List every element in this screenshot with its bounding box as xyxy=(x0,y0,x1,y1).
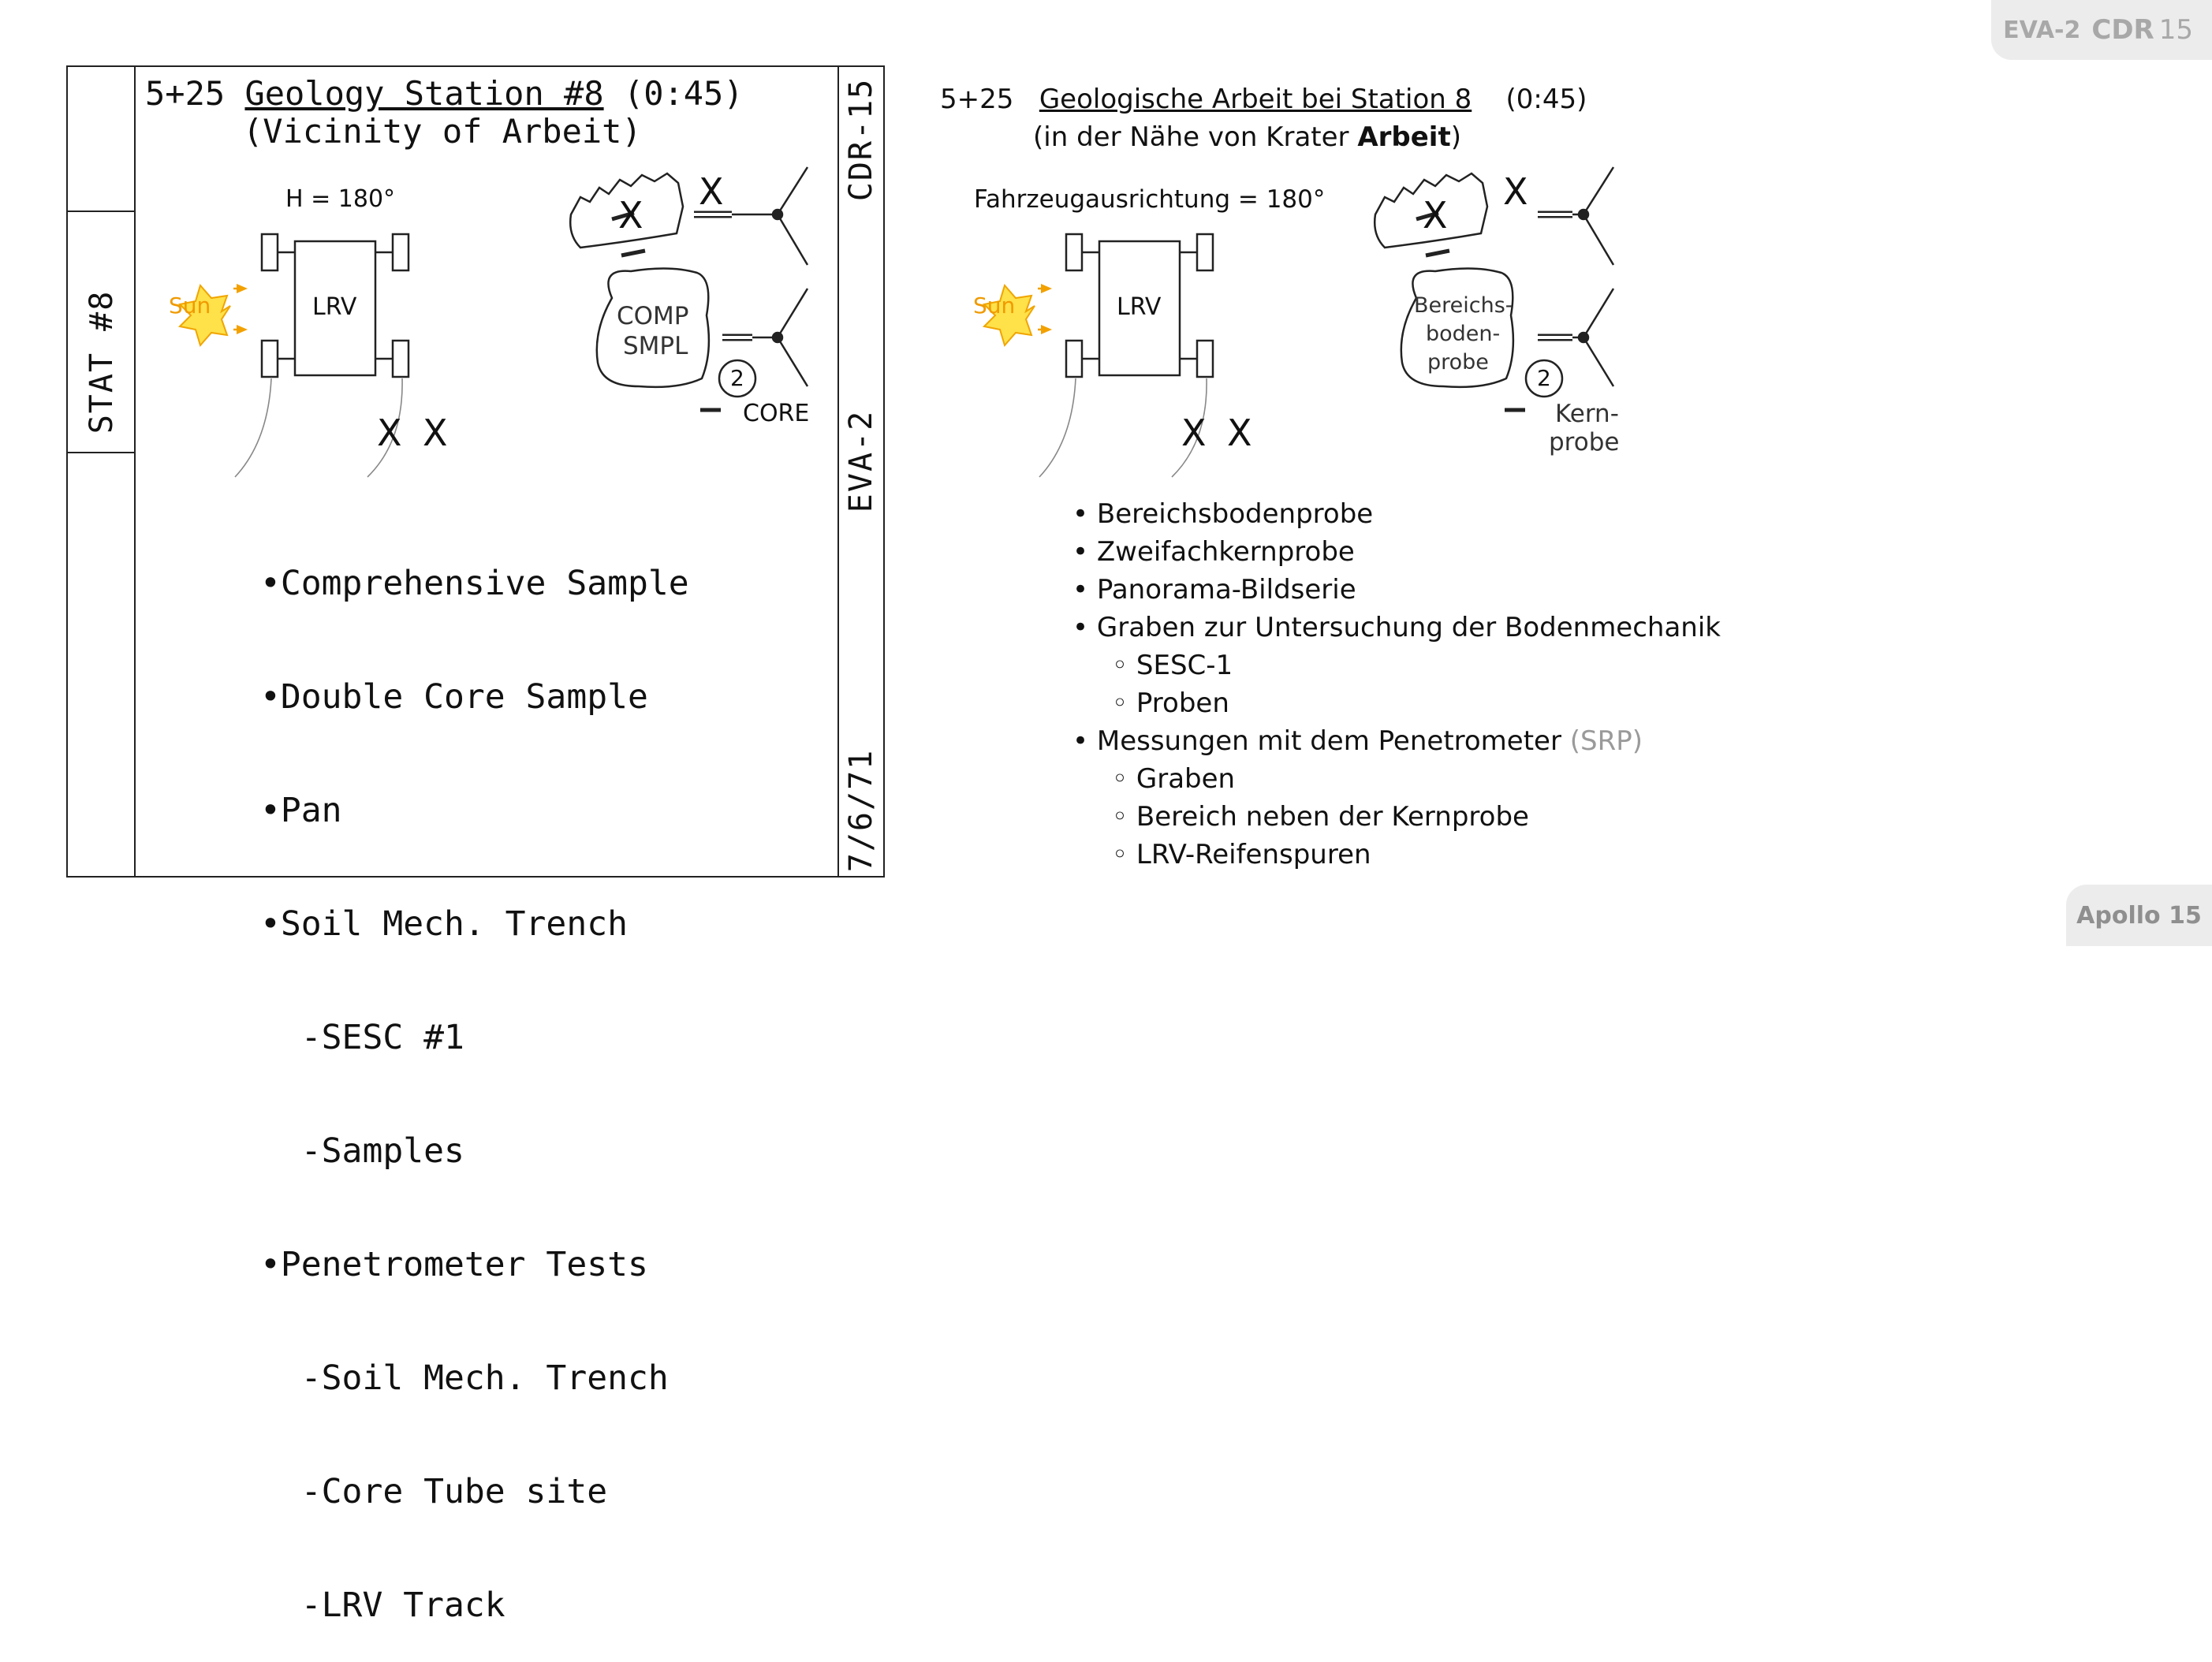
x-mark: X xyxy=(1181,412,1207,454)
sun-label: Sun xyxy=(973,293,1016,319)
footer-tab: Apollo 15 xyxy=(2066,885,2212,946)
lrv-wheel xyxy=(1065,339,1084,378)
original-duration: (0:45) xyxy=(623,74,744,113)
comp-label: boden- xyxy=(1426,322,1501,346)
translated-duration: (0:45) xyxy=(1505,84,1587,115)
x-mark: X xyxy=(618,194,643,237)
x-mark: X xyxy=(699,170,724,213)
eva-side-label: EVA-2 xyxy=(843,409,879,513)
penetrometer-icon xyxy=(1538,166,1615,266)
sub-list-item: ◦ SESC-1 xyxy=(1112,650,1233,681)
eva-label: EVA-2 xyxy=(2003,16,2081,44)
x-mark: X xyxy=(423,412,448,454)
list-item: -LRV Track xyxy=(260,1586,505,1625)
core-label: probe xyxy=(1549,428,1620,456)
smpl-label: SMPL xyxy=(623,332,688,360)
list-item: •Penetrometer Tests xyxy=(260,1245,648,1284)
core-label: Kern- xyxy=(1555,400,1619,428)
right-column-divider xyxy=(837,67,839,876)
lrv-label: LRV xyxy=(312,293,357,321)
list-item: • Bereichsbodenprobe xyxy=(1072,498,1374,530)
subtitle-text: (in der Nähe von Krater xyxy=(1033,121,1358,153)
translated-title: 5+25 Geologische Arbeit bei Station 8 (0… xyxy=(940,80,1587,156)
x-mark: X xyxy=(1503,170,1528,213)
original-title: Geology Station #8 xyxy=(244,74,604,113)
lrv-wheel xyxy=(1196,233,1214,272)
crater-name: Arbeit xyxy=(1357,121,1451,153)
sub-list-item: ◦ Bereich neben der Kernprobe xyxy=(1112,801,1529,833)
translated-task-list: • Bereichsbodenprobe • Zweifachkernprobe… xyxy=(1072,495,1721,874)
list-item: •Soil Mech. Trench xyxy=(260,904,628,944)
side-divider-bottom xyxy=(68,452,136,453)
list-item: •Pan xyxy=(260,791,342,830)
cdr-page-label: CDR-15 xyxy=(843,77,879,202)
translated-heading-label: Fahrzeugausrichtung = 180° xyxy=(974,185,1326,214)
station-side-label: STAT #8 xyxy=(84,289,120,434)
translated-title-line: 5+25 Geologische Arbeit bei Station 8 (0… xyxy=(940,80,1587,118)
mission-label: Apollo 15 xyxy=(2076,901,2202,930)
x-mark: X xyxy=(377,412,402,454)
date-label: 7/6/71 xyxy=(843,748,879,873)
translated-subtitle: (in der Nähe von Krater Arbeit) xyxy=(940,118,1587,156)
list-item: -Samples xyxy=(260,1131,464,1171)
lrv-label: LRV xyxy=(1117,293,1162,321)
left-column-divider xyxy=(134,67,136,876)
sun-label: Sun xyxy=(169,293,211,319)
sun-ray-arrow xyxy=(1041,284,1052,293)
comp-label: probe xyxy=(1427,350,1489,375)
sub-list-item: ◦ Graben xyxy=(1112,763,1236,795)
list-item: -Soil Mech. Trench xyxy=(260,1358,669,1398)
subtitle-text: ) xyxy=(1450,121,1461,153)
list-item: -SESC #1 xyxy=(260,1018,464,1057)
lrv-wheel xyxy=(1065,233,1084,272)
heading-label: H = 180° xyxy=(285,185,396,213)
original-subtitle: (Vicinity of Arbeit) xyxy=(243,112,642,151)
cdr-label: CDR xyxy=(2091,14,2154,46)
header-tab: EVA-2 CDR 15 xyxy=(1991,0,2212,60)
lrv-track xyxy=(1039,378,1076,478)
side-divider-top xyxy=(68,211,136,212)
srp-note: (SRP) xyxy=(1569,725,1643,757)
sub-list-item: ◦ LRV-Reifenspuren xyxy=(1112,839,1371,870)
x-mark: X xyxy=(1227,412,1252,454)
comp-label: Bereichs- xyxy=(1414,293,1513,318)
sun-ray-arrow xyxy=(1041,325,1052,334)
original-title-line: 5+25 Geology Station #8 (0:45) xyxy=(145,77,744,110)
sub-list-item: ◦ Proben xyxy=(1112,688,1229,719)
page-number: 15 xyxy=(2158,14,2193,46)
original-time: 5+25 xyxy=(145,74,226,113)
original-task-list: •Comprehensive Sample •Double Core Sampl… xyxy=(260,489,689,1662)
core-label: CORE xyxy=(743,400,810,427)
list-item: • Graben zur Untersuchung der Bodenmecha… xyxy=(1072,612,1721,643)
list-item: •Comprehensive Sample xyxy=(260,564,689,603)
translated-time: 5+25 xyxy=(940,84,1014,115)
list-item: • Panorama-Bildserie xyxy=(1072,574,1356,606)
core-number: 2 xyxy=(730,365,744,391)
x-mark: X xyxy=(1423,194,1448,237)
list-item: • Messungen mit dem Penetrometer (SRP) xyxy=(1072,725,1643,757)
lrv-wheel xyxy=(1196,339,1214,378)
list-item: •Double Core Sample xyxy=(260,677,648,717)
list-item: -Core Tube site xyxy=(260,1472,608,1511)
list-item: • Zweifachkernprobe xyxy=(1072,536,1355,568)
original-checklist-card: STAT #8 CDR-15 EVA-2 7/6/71 xyxy=(66,65,885,878)
translated-title-text: Geologische Arbeit bei Station 8 xyxy=(1039,84,1472,115)
core-number: 2 xyxy=(1537,365,1551,391)
comp-label: COMP xyxy=(617,302,689,330)
sample-bar xyxy=(1425,248,1450,258)
